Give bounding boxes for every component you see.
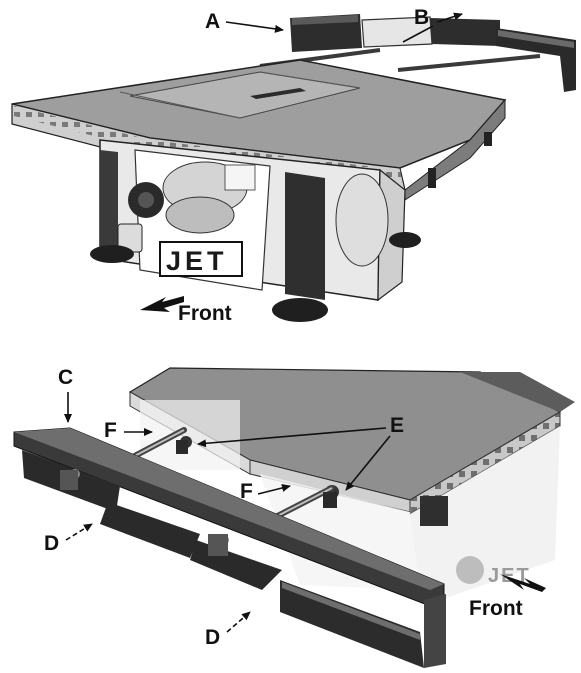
label-d-1: D [44,532,59,555]
arrow-e-2 [345,435,391,491]
lock-knob-e-left [176,440,188,454]
label-front-1: Front [178,302,232,325]
label-c: C [58,366,73,389]
extension-wing-assembly [259,14,576,92]
figure-1-saw-with-extension: JET A B Front [11,6,576,325]
arrow-e-1 [197,427,387,448]
arrow-d-1 [65,523,93,541]
lock-knob-e-right [323,492,337,508]
jet-brand-badge [159,241,243,277]
figure-2-wing-installation: JET C [13,366,575,668]
arrow-b-leader [402,25,434,43]
extension-wing-c [13,427,446,668]
label-f-1: F [104,419,117,442]
label-front-2: Front [469,597,523,620]
label-e: E [390,414,404,437]
label-b: B [414,6,429,29]
arrow-f-2 [257,484,291,495]
label-d-2: D [205,626,220,649]
label-f-2: F [240,480,253,503]
saw-body-cabinet: JET [90,139,421,322]
jet-brand-text: JET [166,246,228,276]
front-arrow-figure-1 [140,296,184,312]
arrow-b [436,12,463,23]
arrow-a [225,21,284,33]
arrow-d-2 [226,611,251,633]
front-arrow-figure-2 [500,574,546,592]
label-a: A [205,10,220,33]
